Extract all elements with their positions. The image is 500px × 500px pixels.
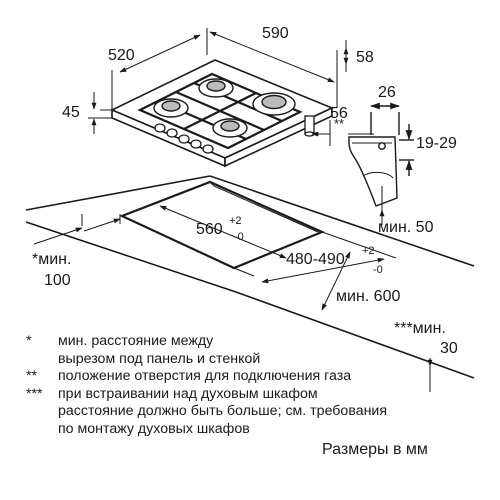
footnote-mark: ** <box>26 368 38 385</box>
label-min-100-b: 100 <box>44 272 71 289</box>
label-26: 26 <box>378 84 396 101</box>
footnote-2: ** положение отверстия для подключения г… <box>26 368 486 386</box>
footnote-line: мин. расстояние между <box>58 333 214 349</box>
label-560: 560 <box>196 221 223 238</box>
dim-100-line <box>83 218 121 232</box>
label-590: 590 <box>262 25 289 42</box>
gas-inlet-hole <box>378 142 386 150</box>
label-480-tol-up: +2 <box>362 245 375 257</box>
label-480-490: 480-490 <box>286 251 345 268</box>
label-560-tol-up: +2 <box>229 215 242 227</box>
burner-front-right <box>212 118 248 138</box>
units-caption: Размеры в мм <box>322 441 428 458</box>
footnotes: * мин. расстояние между вырезом под пане… <box>26 333 486 439</box>
label-520: 520 <box>108 47 135 64</box>
label-480-tol-dn: -0 <box>373 264 383 276</box>
footnote-line: вырезом под панель и стенкой <box>58 350 261 367</box>
label-min-30-a: ***мин. <box>394 320 446 337</box>
gas-connector <box>304 115 315 137</box>
footnote-mark: * <box>26 333 32 349</box>
label-min-50: мин. 50 <box>378 219 434 236</box>
footnote-1: * мин. расстояние между вырезом под пане… <box>26 333 486 368</box>
dim-560-line <box>159 205 287 259</box>
label-45: 45 <box>62 104 80 121</box>
footnote-line: расстояние должно быть больше; см. требо… <box>58 403 388 420</box>
dim-600-line <box>321 251 351 311</box>
worktop-edge-front <box>25 221 237 293</box>
label-min-30-b: 30 <box>440 340 458 357</box>
footnote-line: при встраивании над духовым шкафом <box>58 385 318 402</box>
dim-590-line <box>209 31 335 83</box>
label-56: 56 <box>330 105 348 122</box>
footnote-3: *** при встраивании над духовым шкафом р… <box>26 386 486 439</box>
label-58: 58 <box>356 49 374 66</box>
worktop-edge-back <box>25 175 211 211</box>
control-knobs <box>154 123 214 154</box>
dimension-lines <box>88 28 374 146</box>
label-19-29: 19-29 <box>416 135 457 152</box>
burner-back-left <box>198 78 234 98</box>
label-min-600: мин. 600 <box>336 288 400 305</box>
label-min-100-a: *мин. <box>32 251 71 268</box>
dimension-labels: 520 590 58 45 26 56 ** 19-29 мин. 50 560… <box>32 25 458 357</box>
footnote-mark: *** <box>26 385 43 402</box>
footnote-line: по монтажу духовых шкафов <box>58 420 250 437</box>
burner-front-left <box>153 98 189 118</box>
label-double-star: ** <box>334 116 344 131</box>
side-profile <box>348 102 414 225</box>
footnote-line: положение отверстия для подключения газа <box>58 368 352 385</box>
burner-back-right-wok <box>252 92 296 116</box>
cutout-dimensions <box>33 205 433 392</box>
cooktop <box>110 59 334 168</box>
label-560-tol-dn: -0 <box>234 231 244 243</box>
dim-520-line <box>119 34 201 73</box>
profile-shape <box>348 136 398 207</box>
